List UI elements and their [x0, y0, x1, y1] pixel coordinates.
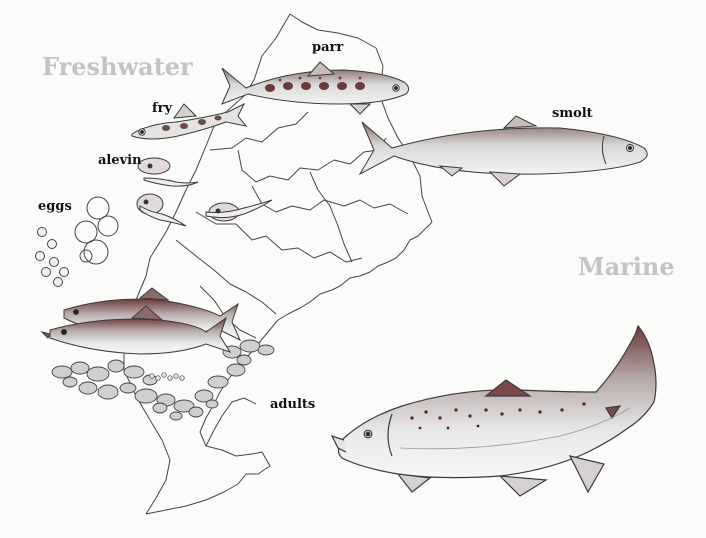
stone — [170, 412, 182, 420]
parr-illustration — [222, 62, 409, 114]
stone — [120, 383, 136, 393]
stone — [87, 367, 109, 381]
stone — [79, 382, 97, 394]
alevin-illustrations — [137, 158, 272, 226]
parr-label: parr — [312, 40, 343, 55]
egg — [50, 258, 59, 267]
redd-egg — [162, 373, 167, 378]
redd-egg — [156, 376, 161, 381]
egg — [38, 228, 47, 237]
marine-region-label: Marine — [578, 252, 675, 281]
redd-egg — [150, 374, 155, 379]
stone — [135, 389, 157, 403]
egg — [36, 252, 45, 261]
stone — [189, 407, 203, 417]
alevin-2 — [137, 194, 186, 226]
stone — [237, 355, 251, 365]
river-5 — [176, 240, 276, 314]
fry-label: fry — [152, 101, 172, 116]
egg — [75, 221, 97, 243]
egg — [42, 268, 51, 277]
stone — [63, 377, 77, 387]
river-3 — [252, 186, 408, 214]
alevin-label: alevin — [98, 153, 142, 168]
stone — [206, 400, 218, 408]
river-7 — [310, 172, 352, 262]
eggs-label: eggs — [38, 199, 72, 214]
stone — [52, 366, 72, 378]
adult-salmon-illustration — [332, 326, 656, 496]
stone — [71, 362, 89, 374]
redd-egg — [174, 374, 179, 379]
alevin-3 — [206, 200, 272, 221]
egg — [54, 278, 63, 287]
stone — [153, 403, 167, 413]
egg — [48, 240, 57, 249]
smolt-illustration — [360, 116, 647, 186]
spawning-adults-illustration — [42, 288, 240, 354]
stone — [108, 360, 124, 372]
adults-label: adults — [270, 397, 315, 412]
redd-egg — [168, 376, 173, 381]
egg — [98, 216, 118, 236]
stone — [208, 376, 228, 388]
smolt-label: smolt — [552, 106, 593, 121]
egg — [60, 268, 69, 277]
alevin-1 — [138, 158, 198, 186]
egg — [80, 250, 92, 262]
stone — [227, 364, 245, 376]
stone — [240, 340, 260, 352]
stone — [124, 366, 144, 378]
stone — [258, 345, 274, 355]
egg — [84, 240, 108, 264]
redd-egg — [180, 376, 185, 381]
egg — [87, 197, 109, 219]
freshwater-region-label: Freshwater — [42, 52, 193, 81]
stone — [98, 385, 118, 399]
